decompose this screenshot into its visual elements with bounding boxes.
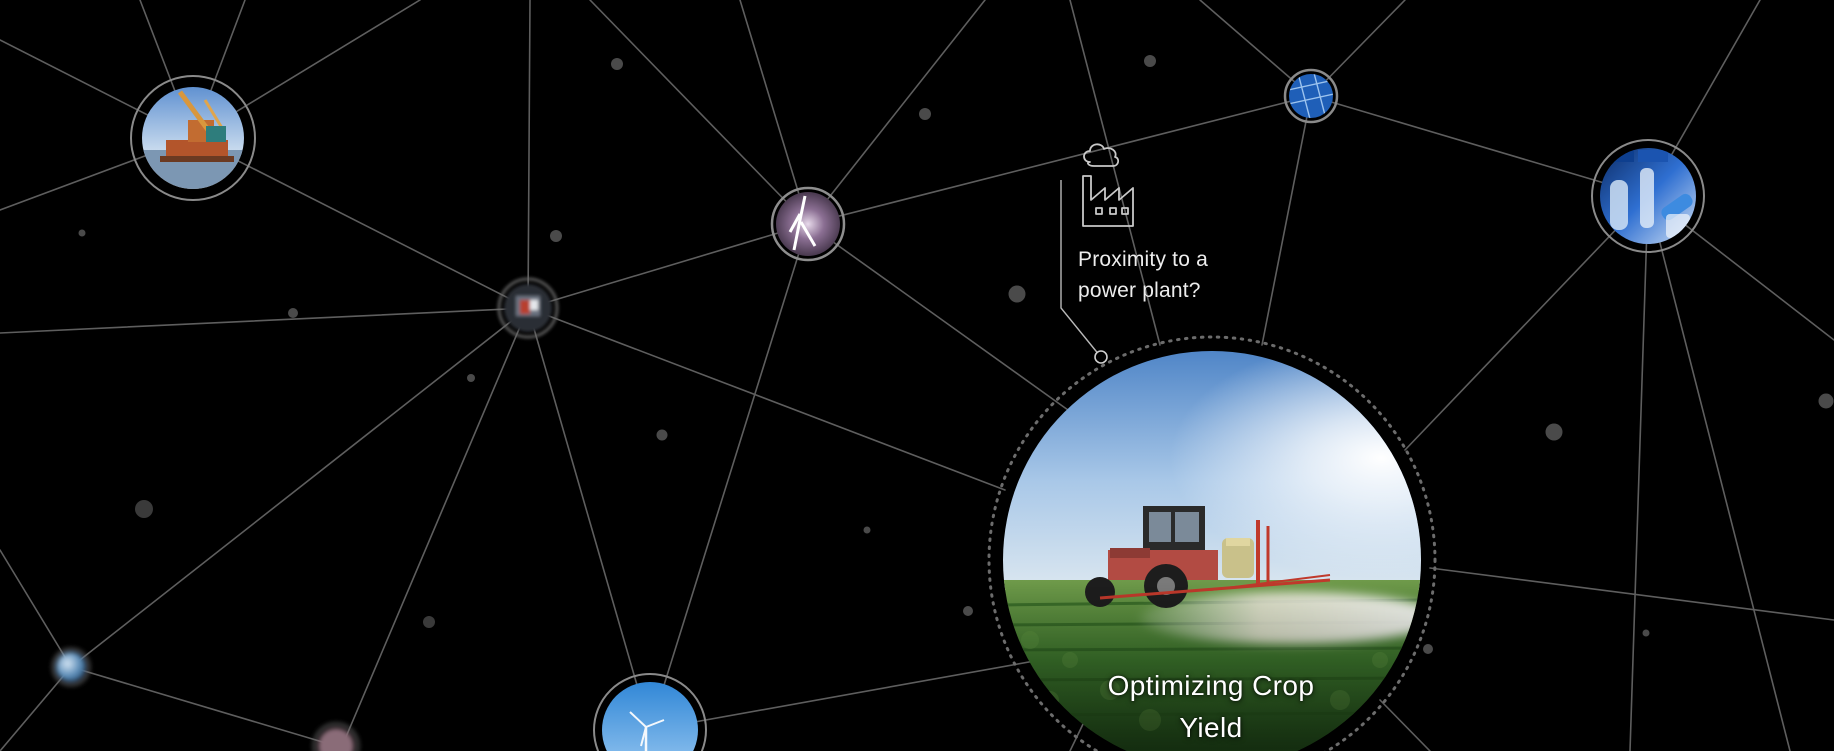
- node-earth[interactable]: [52, 648, 90, 686]
- factory-with-smoke-icon: [1082, 143, 1134, 227]
- node-solar-panel[interactable]: [1283, 68, 1339, 124]
- background-dots: [78, 55, 1834, 654]
- feature-title-line-2: Yield: [1179, 712, 1243, 743]
- node-wind-turbine[interactable]: [593, 673, 707, 751]
- feature-title: Optimizing Crop Yield: [1006, 665, 1416, 749]
- node-dredging-ship[interactable]: [130, 75, 256, 201]
- node-lightning[interactable]: [770, 186, 846, 262]
- node-partial[interactable]: [313, 723, 359, 751]
- callout-line-1: Proximity to a: [1078, 248, 1208, 271]
- callout-label: Proximity to a power plant?: [1078, 244, 1278, 306]
- node-satellite[interactable]: [497, 277, 559, 339]
- callout-line-2: power plant?: [1078, 279, 1201, 302]
- node-laboratory[interactable]: [1591, 139, 1705, 253]
- callout-connector: [1060, 180, 1108, 364]
- feature-title-line-1: Optimizing Crop: [1107, 670, 1315, 701]
